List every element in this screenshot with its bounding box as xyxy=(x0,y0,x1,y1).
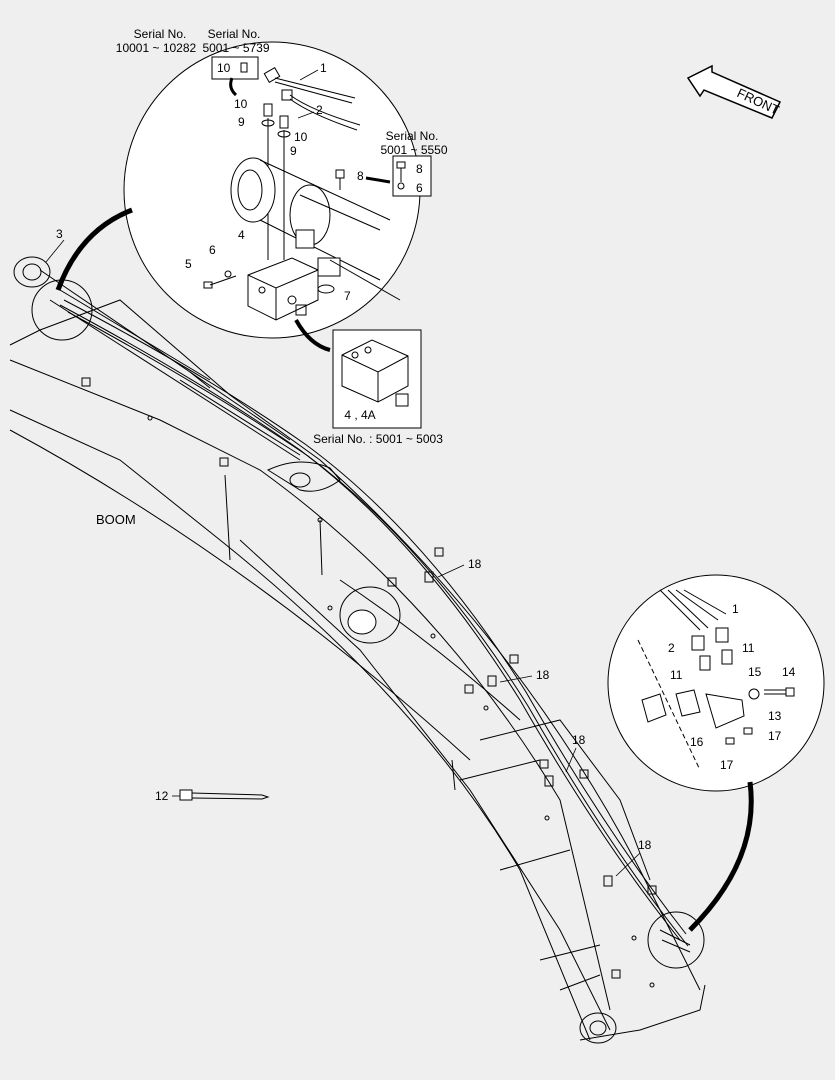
callout-14: 14 xyxy=(782,665,796,679)
callout-18-d: 18 xyxy=(638,838,652,852)
callout-5: 5 xyxy=(185,257,192,271)
serial-c-title: Serial No. xyxy=(386,129,439,143)
callout-10-a: 10 xyxy=(234,97,248,111)
callout-9-a: 9 xyxy=(238,115,245,129)
callout-13: 13 xyxy=(768,709,782,723)
callout-17-b: 17 xyxy=(720,758,734,772)
callout-11-a: 11 xyxy=(742,641,755,655)
callout-1-bottom: 1 xyxy=(732,602,739,616)
callout-15: 15 xyxy=(748,665,762,679)
callout-6-a: 6 xyxy=(209,243,216,257)
callout-12: 12 xyxy=(155,789,169,803)
callout-2-top: 2 xyxy=(316,103,323,117)
clamp xyxy=(424,571,434,583)
bottom-detail xyxy=(607,574,825,969)
hose-lines xyxy=(59,299,689,947)
callout-6-b: 6 xyxy=(416,181,423,195)
callout-18-a: 18 xyxy=(468,557,482,571)
block-serial: Serial No. : 5001 ~ 5003 xyxy=(313,432,443,446)
callout-leaders xyxy=(45,69,641,877)
callout-10-box: 10 xyxy=(217,61,231,75)
callout-17-a: 17 xyxy=(768,729,782,743)
callout-4: 4 xyxy=(238,228,245,242)
cable-tie xyxy=(179,789,270,801)
callout-2-bottom: 2 xyxy=(668,641,675,655)
callout-8-b: 8 xyxy=(416,162,423,176)
serial-b-range: 5001 ~ 5739 xyxy=(202,41,269,55)
callout-9-b: 9 xyxy=(290,144,297,158)
callout-10-b: 10 xyxy=(294,130,308,144)
block-label: 4 , 4A xyxy=(344,408,375,422)
callout-8-a: 8 xyxy=(357,169,364,183)
serial-a-range: 10001 ~ 10282 xyxy=(116,41,197,55)
callout-3: 3 xyxy=(56,227,63,241)
serial-c-range: 5001 ~ 5550 xyxy=(380,143,447,157)
top-detail xyxy=(31,41,432,352)
callout-11-b: 11 xyxy=(670,668,683,682)
callout-18-b: 18 xyxy=(536,668,550,682)
block-detail xyxy=(332,329,422,429)
serial-a-title: Serial No. xyxy=(134,27,187,41)
callout-7: 7 xyxy=(344,289,351,303)
callout-1-top: 1 xyxy=(320,61,327,75)
callout-18-c: 18 xyxy=(572,733,586,747)
serial-b-title: Serial No. xyxy=(208,27,261,41)
boom-label: BOOM xyxy=(96,512,136,527)
callout-16: 16 xyxy=(690,735,704,749)
